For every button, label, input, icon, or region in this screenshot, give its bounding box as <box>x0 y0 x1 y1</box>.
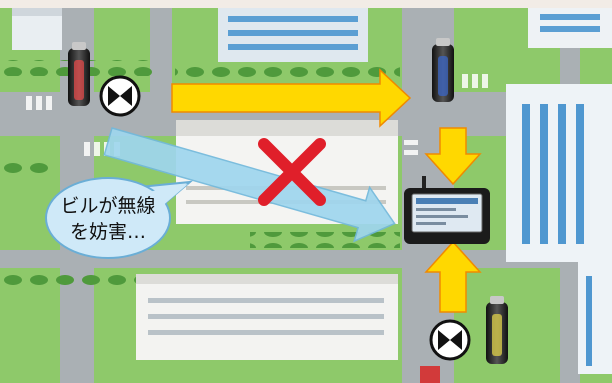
tree-rows <box>0 60 400 286</box>
building-top-center <box>218 8 368 62</box>
sensor-icon <box>432 38 454 102</box>
blocked-cross-icon <box>258 138 326 206</box>
building-bottom-center <box>136 274 398 360</box>
sensor-icon <box>68 42 90 106</box>
sensor-icon <box>486 296 508 364</box>
signal-arrow-right <box>171 68 412 128</box>
blocked-signal-arrow <box>103 127 396 243</box>
callout-line-2: を妨害… <box>70 221 146 243</box>
valve-icon <box>99 75 141 117</box>
signal-arrow-down <box>424 127 482 186</box>
red-car <box>420 366 440 383</box>
signal-arrow-up <box>424 240 482 313</box>
building-top-right <box>528 8 612 48</box>
callout-line-1: ビルが無線 <box>60 195 155 217</box>
callout-bubble: ビルが無線 を妨害… <box>45 177 194 259</box>
handheld-receiver-icon <box>404 176 490 244</box>
building-top-left <box>12 8 62 50</box>
building-right-tall <box>506 84 612 262</box>
building-bottom-right <box>578 262 612 374</box>
valve-icon <box>429 319 471 361</box>
